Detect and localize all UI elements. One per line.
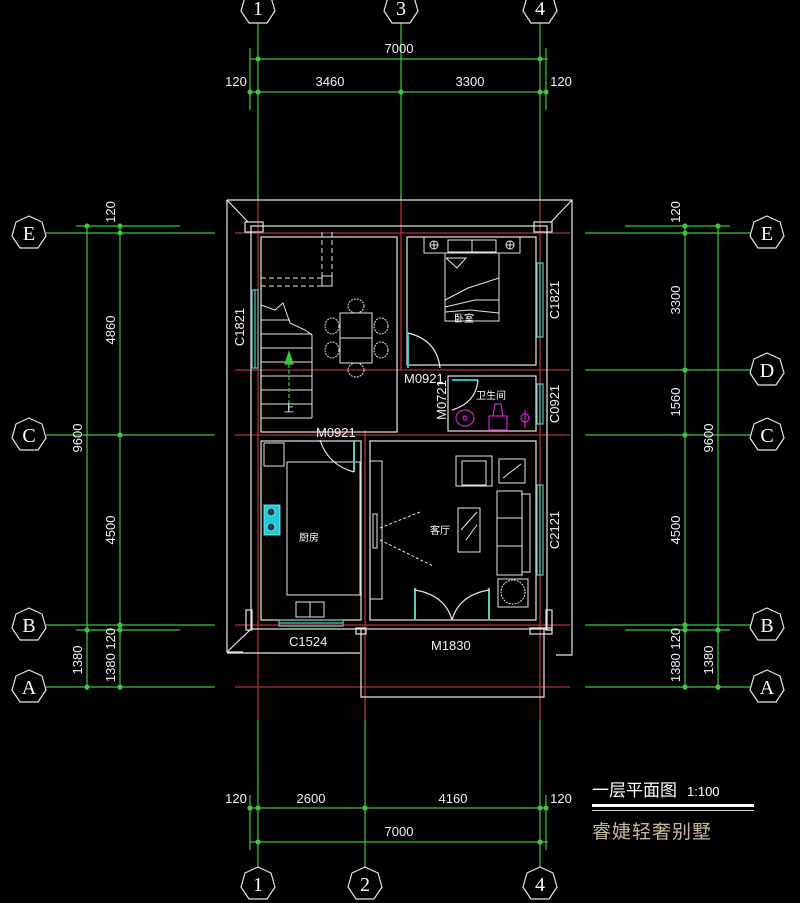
dim-top-seg-1: 120 xyxy=(225,74,247,89)
axis-bubble-top-3: 3 xyxy=(383,0,419,24)
door-label-m0721: M0721 xyxy=(434,380,449,420)
axis-bubble-right-C: C xyxy=(749,417,785,451)
living-furniture-icon xyxy=(455,455,531,608)
room-label-bathroom: 卫生间 xyxy=(476,389,506,402)
title-block: 一层平面图 1:100 睿婕轻奢别墅 xyxy=(592,776,762,844)
drawing-title: 一层平面图 xyxy=(592,781,677,801)
dim-bottom-seg-2: 2600 xyxy=(297,791,326,806)
drawing-scale: 1:100 xyxy=(687,784,720,799)
dim-right-outer: 1380 xyxy=(701,646,716,675)
dim-bottom-seg-1: 120 xyxy=(225,791,247,806)
axis-bubble-right-E: E xyxy=(749,215,785,249)
dim-top-total: 7000 xyxy=(385,41,414,56)
brand-name: 睿婕轻奢别墅 xyxy=(592,821,713,843)
bedroom-door-icon xyxy=(407,332,441,369)
kitchen-counter xyxy=(263,442,361,618)
room-label-bedroom: 卧室 xyxy=(454,312,474,325)
axis-bubble-right-D: D xyxy=(749,352,785,386)
dim-top-seg-3: 3300 xyxy=(456,74,485,89)
window-label-c0921: C0921 xyxy=(547,385,562,423)
kitchen-door-icon xyxy=(319,439,355,473)
svg-text:3: 3 xyxy=(396,0,406,20)
svg-text:4: 4 xyxy=(535,874,545,896)
window-label-c1821-left: C1821 xyxy=(232,308,247,346)
dim-left-seg-3: 4500 xyxy=(103,516,118,545)
dim-right-seg-3: 1560 xyxy=(668,388,683,417)
dim-left-total: 9600 xyxy=(70,424,85,453)
axis-bubble-left-A: A xyxy=(11,669,47,703)
staircase xyxy=(260,232,333,419)
dim-top-seg-2: 3460 xyxy=(316,74,345,89)
svg-text:4: 4 xyxy=(535,0,545,20)
axis-bubble-top-1: 1 xyxy=(240,0,276,24)
windows xyxy=(251,262,544,627)
axis-bubble-bottom-4: 4 xyxy=(522,866,558,900)
dim-bottom-total: 7000 xyxy=(385,824,414,839)
door-label-m0921-bedroom: M0921 xyxy=(404,371,444,386)
axis-grid xyxy=(235,195,570,720)
door-label-m1830: M1830 xyxy=(431,638,471,653)
svg-text:C: C xyxy=(22,425,35,447)
svg-text:1: 1 xyxy=(253,0,263,20)
dim-right-seg-1: 120 xyxy=(668,201,683,223)
dim-left-seg-4: 1380 120 xyxy=(103,628,118,682)
stair-arrow xyxy=(284,350,294,410)
window-label-c2121: C2121 xyxy=(547,511,562,549)
window-label-c1821-right: C1821 xyxy=(547,281,562,319)
drawing-title-row: 一层平面图 1:100 xyxy=(592,776,762,801)
dim-bottom-seg-3: 4160 xyxy=(439,791,468,806)
axis-bubble-bottom-2: 2 xyxy=(347,866,383,900)
svg-text:D: D xyxy=(760,360,774,382)
dim-left-seg-2: 4860 xyxy=(103,316,118,345)
svg-text:C: C xyxy=(760,425,773,447)
svg-text:B: B xyxy=(760,615,773,637)
dim-right-seg-5: 1380 120 xyxy=(668,628,683,682)
axis-bubble-right-A: A xyxy=(749,669,785,703)
svg-text:1: 1 xyxy=(253,874,263,896)
walls xyxy=(226,199,573,698)
svg-text:E: E xyxy=(761,223,773,245)
svg-text:E: E xyxy=(23,223,35,245)
dim-right-seg-4: 4500 xyxy=(668,516,683,545)
svg-text:B: B xyxy=(22,615,35,637)
bathroom-door-icon xyxy=(451,379,479,411)
axis-bubble-bottom-1: 1 xyxy=(240,866,276,900)
dining-table-icon xyxy=(324,298,389,378)
dim-right-total: 9600 xyxy=(701,424,716,453)
axis-bubble-left-C: C xyxy=(11,417,47,451)
axis-bubble-left-E: E xyxy=(11,215,47,249)
door-label-m0921-kitchen: M0921 xyxy=(316,425,356,440)
title-underline-thin xyxy=(592,810,754,811)
axis-bubble-left-B: B xyxy=(11,607,47,641)
dim-top-seg-4: 120 xyxy=(550,74,572,89)
stove-icon xyxy=(263,504,281,536)
room-label-kitchen: 厨房 xyxy=(299,531,319,544)
window-label-c1524: C1524 xyxy=(289,634,327,649)
dim-left-seg-1: 120 xyxy=(103,201,118,223)
svg-text:A: A xyxy=(760,677,775,699)
dim-left-outer: 1380 xyxy=(70,646,85,675)
axis-extension-lines xyxy=(46,18,752,868)
stair-up-label: 上 xyxy=(284,403,294,415)
bed-icon xyxy=(423,236,521,322)
dim-bottom-seg-4: 120 xyxy=(550,791,572,806)
axis-bubble-right-B: B xyxy=(749,607,785,641)
room-label-living: 客厅 xyxy=(430,524,450,537)
dim-right-seg-2: 3300 xyxy=(668,286,683,315)
dimension-texts: 7000 120 3460 3300 120 120 2600 4160 120… xyxy=(70,41,716,839)
axis-bubbles: 1 3 4 1 2 4 E C B A E D C B A xyxy=(11,0,785,900)
title-underline-thick xyxy=(592,804,754,807)
tv-cabinet xyxy=(369,460,434,600)
axis-bubble-top-4: 4 xyxy=(522,0,558,24)
svg-text:2: 2 xyxy=(360,874,370,896)
dimension-lines xyxy=(76,48,730,850)
svg-text:A: A xyxy=(22,677,37,699)
entrance-door-icon xyxy=(414,588,490,621)
sanitary-fixtures-icon xyxy=(455,403,530,431)
